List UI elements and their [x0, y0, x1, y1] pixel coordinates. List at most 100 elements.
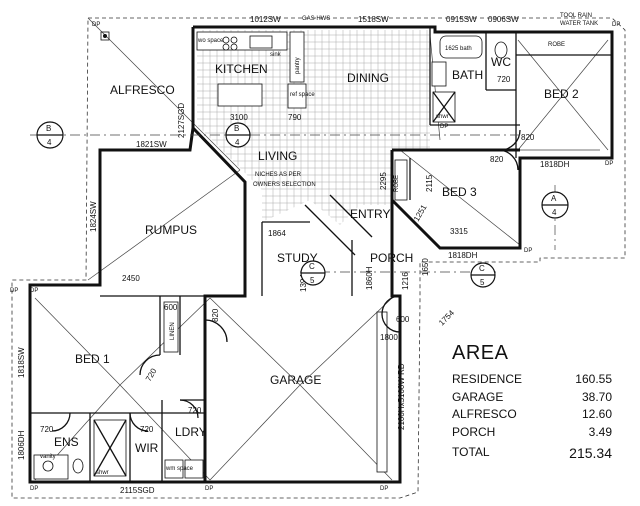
dim-2295: 2295 [379, 172, 388, 190]
room-robe-3: ROBE [394, 175, 400, 192]
dim-2115sgd: 2115SGD [120, 486, 155, 495]
svg-text:DP: DP [92, 22, 100, 28]
room-labels: ALFRESCO KITCHEN DINING BATH WC BED 2 RO… [54, 42, 579, 455]
dim-720d: 720 [140, 425, 154, 434]
dim-top1: 1012SW [250, 15, 281, 24]
room-ens: ENS [54, 435, 79, 449]
room-porch: PORCH [370, 251, 413, 265]
living-niches: NICHES AS PER [255, 172, 302, 178]
dim-2450: 2450 [122, 274, 140, 283]
room-bed3: BED 3 [442, 185, 477, 199]
dim-1818a: 1818DH [540, 160, 570, 169]
room-rumpus: RUMPUS [145, 223, 197, 237]
room-wir: WIR [135, 441, 159, 455]
label-sink: sink [270, 52, 282, 58]
fixture-labels: wo space sink pantry ref space 1625 bath… [40, 13, 598, 476]
area-row-residence: RESIDENCE 160.55 [452, 372, 612, 386]
dim-1864: 1864 [268, 229, 286, 238]
kitchen-fixtures [196, 31, 307, 109]
dim-1860: 1860H [365, 266, 374, 290]
roof-outline [11, 17, 626, 499]
label-wo-space: wo space [197, 38, 224, 44]
dim-3100: 3100 [230, 113, 248, 122]
dim-1216: 1216 [401, 272, 410, 290]
dim-1818c: 1818SW [17, 347, 26, 378]
room-study: STUDY [277, 251, 318, 265]
dim-1754: 1754 [437, 308, 456, 327]
svg-text:4: 4 [47, 138, 52, 147]
dim-1394: 1394 [299, 274, 308, 292]
svg-text:DP: DP [10, 288, 18, 294]
dim-top2: 1518SW [358, 15, 389, 24]
label-water-tank: WATER TANK [560, 21, 598, 27]
label-vanity: vanity [40, 454, 56, 460]
label-pantry: pantry [295, 57, 301, 74]
svg-text:DP: DP [30, 288, 38, 294]
ensuite-fixtures [33, 419, 204, 480]
label-wm-space: wm space [165, 466, 194, 472]
label-tool-rain: TOOL RAIN [560, 13, 592, 19]
dim-820c: 820 [211, 308, 220, 322]
svg-text:B: B [46, 124, 51, 133]
svg-text:A: A [551, 194, 557, 203]
svg-text:DP: DP [605, 161, 613, 167]
dim-1800: 1800 [380, 333, 398, 342]
dim-door: 2100Hx5100W RD [397, 363, 406, 430]
svg-text:DP: DP [30, 486, 38, 492]
dim-2115: 2115 [425, 174, 434, 192]
svg-text:4: 4 [552, 208, 557, 217]
room-robe-2: ROBE [548, 42, 565, 48]
dim-1821: 1821SW [136, 140, 167, 149]
label-gas-hws: GAS HWS [302, 16, 330, 22]
room-dining: DINING [347, 71, 389, 85]
room-entry: ENTRY [350, 207, 390, 221]
room-wc: WC [491, 55, 511, 69]
bath-fixtures [431, 35, 508, 123]
area-row-porch: PORCH 3.49 [452, 424, 612, 439]
dim-1818b: 1818DH [448, 251, 478, 260]
dim-top3: 0915SW [446, 15, 477, 24]
svg-text:C: C [309, 262, 315, 271]
room-living: LIVING [258, 149, 297, 163]
dim-1650: 1650 [421, 258, 430, 276]
room-garage: GARAGE [270, 373, 321, 387]
svg-text:5: 5 [310, 276, 315, 285]
svg-text:DP: DP [524, 248, 532, 254]
tiled-floor [197, 30, 430, 225]
dim-720c: 720 [40, 425, 54, 434]
downpipe-labels: DP DP DP DP DP DP DP DP DP DP [10, 22, 620, 492]
label-shwr-ens: shwr [96, 470, 109, 476]
dim-600b: 600 [396, 315, 410, 324]
svg-text:B: B [234, 124, 239, 133]
svg-text:DP: DP [612, 22, 620, 28]
svg-text:4: 4 [235, 138, 240, 147]
room-bed2: BED 2 [544, 87, 579, 101]
dim-720a: 720 [144, 366, 159, 383]
dim-1251: 1251 [412, 203, 429, 223]
dim-sgd: 2127SGD [177, 103, 186, 138]
area-row-alfresco: ALFRESCO 12.60 [452, 407, 612, 421]
svg-text:DP: DP [380, 486, 388, 492]
living-owners: OWNERS SELECTION [253, 182, 316, 188]
dim-820a: 820 [521, 133, 535, 142]
room-bath: BATH [452, 68, 483, 82]
dim-1824: 1824SW [89, 201, 98, 232]
label-bath: 1625 bath [445, 46, 472, 52]
svg-text:DP: DP [205, 486, 213, 492]
dim-1806: 1806DH [17, 430, 26, 460]
dim-600a: 600 [164, 303, 178, 312]
room-linen: LINEN [170, 322, 176, 340]
room-ldry: LDRY [175, 425, 207, 439]
area-row-total: TOTAL 215.34 [452, 445, 612, 461]
door-swings [51, 129, 521, 432]
dim-720e: 720 [497, 75, 511, 84]
svg-text:C: C [479, 264, 485, 273]
svg-text:DP: DP [440, 124, 448, 130]
area-row-garage: GARAGE 38.70 [452, 389, 612, 404]
area-summary: AREA RESIDENCE 160.55 GARAGE 38.70 ALFRE… [452, 342, 612, 461]
section-markers: B 4 B 4 A 4 C 5 C 5 [30, 121, 569, 288]
svg-text:5: 5 [480, 278, 485, 287]
internal-walls [30, 27, 612, 482]
dim-790: 790 [288, 113, 302, 122]
room-alfresco: ALFRESCO [110, 83, 175, 97]
